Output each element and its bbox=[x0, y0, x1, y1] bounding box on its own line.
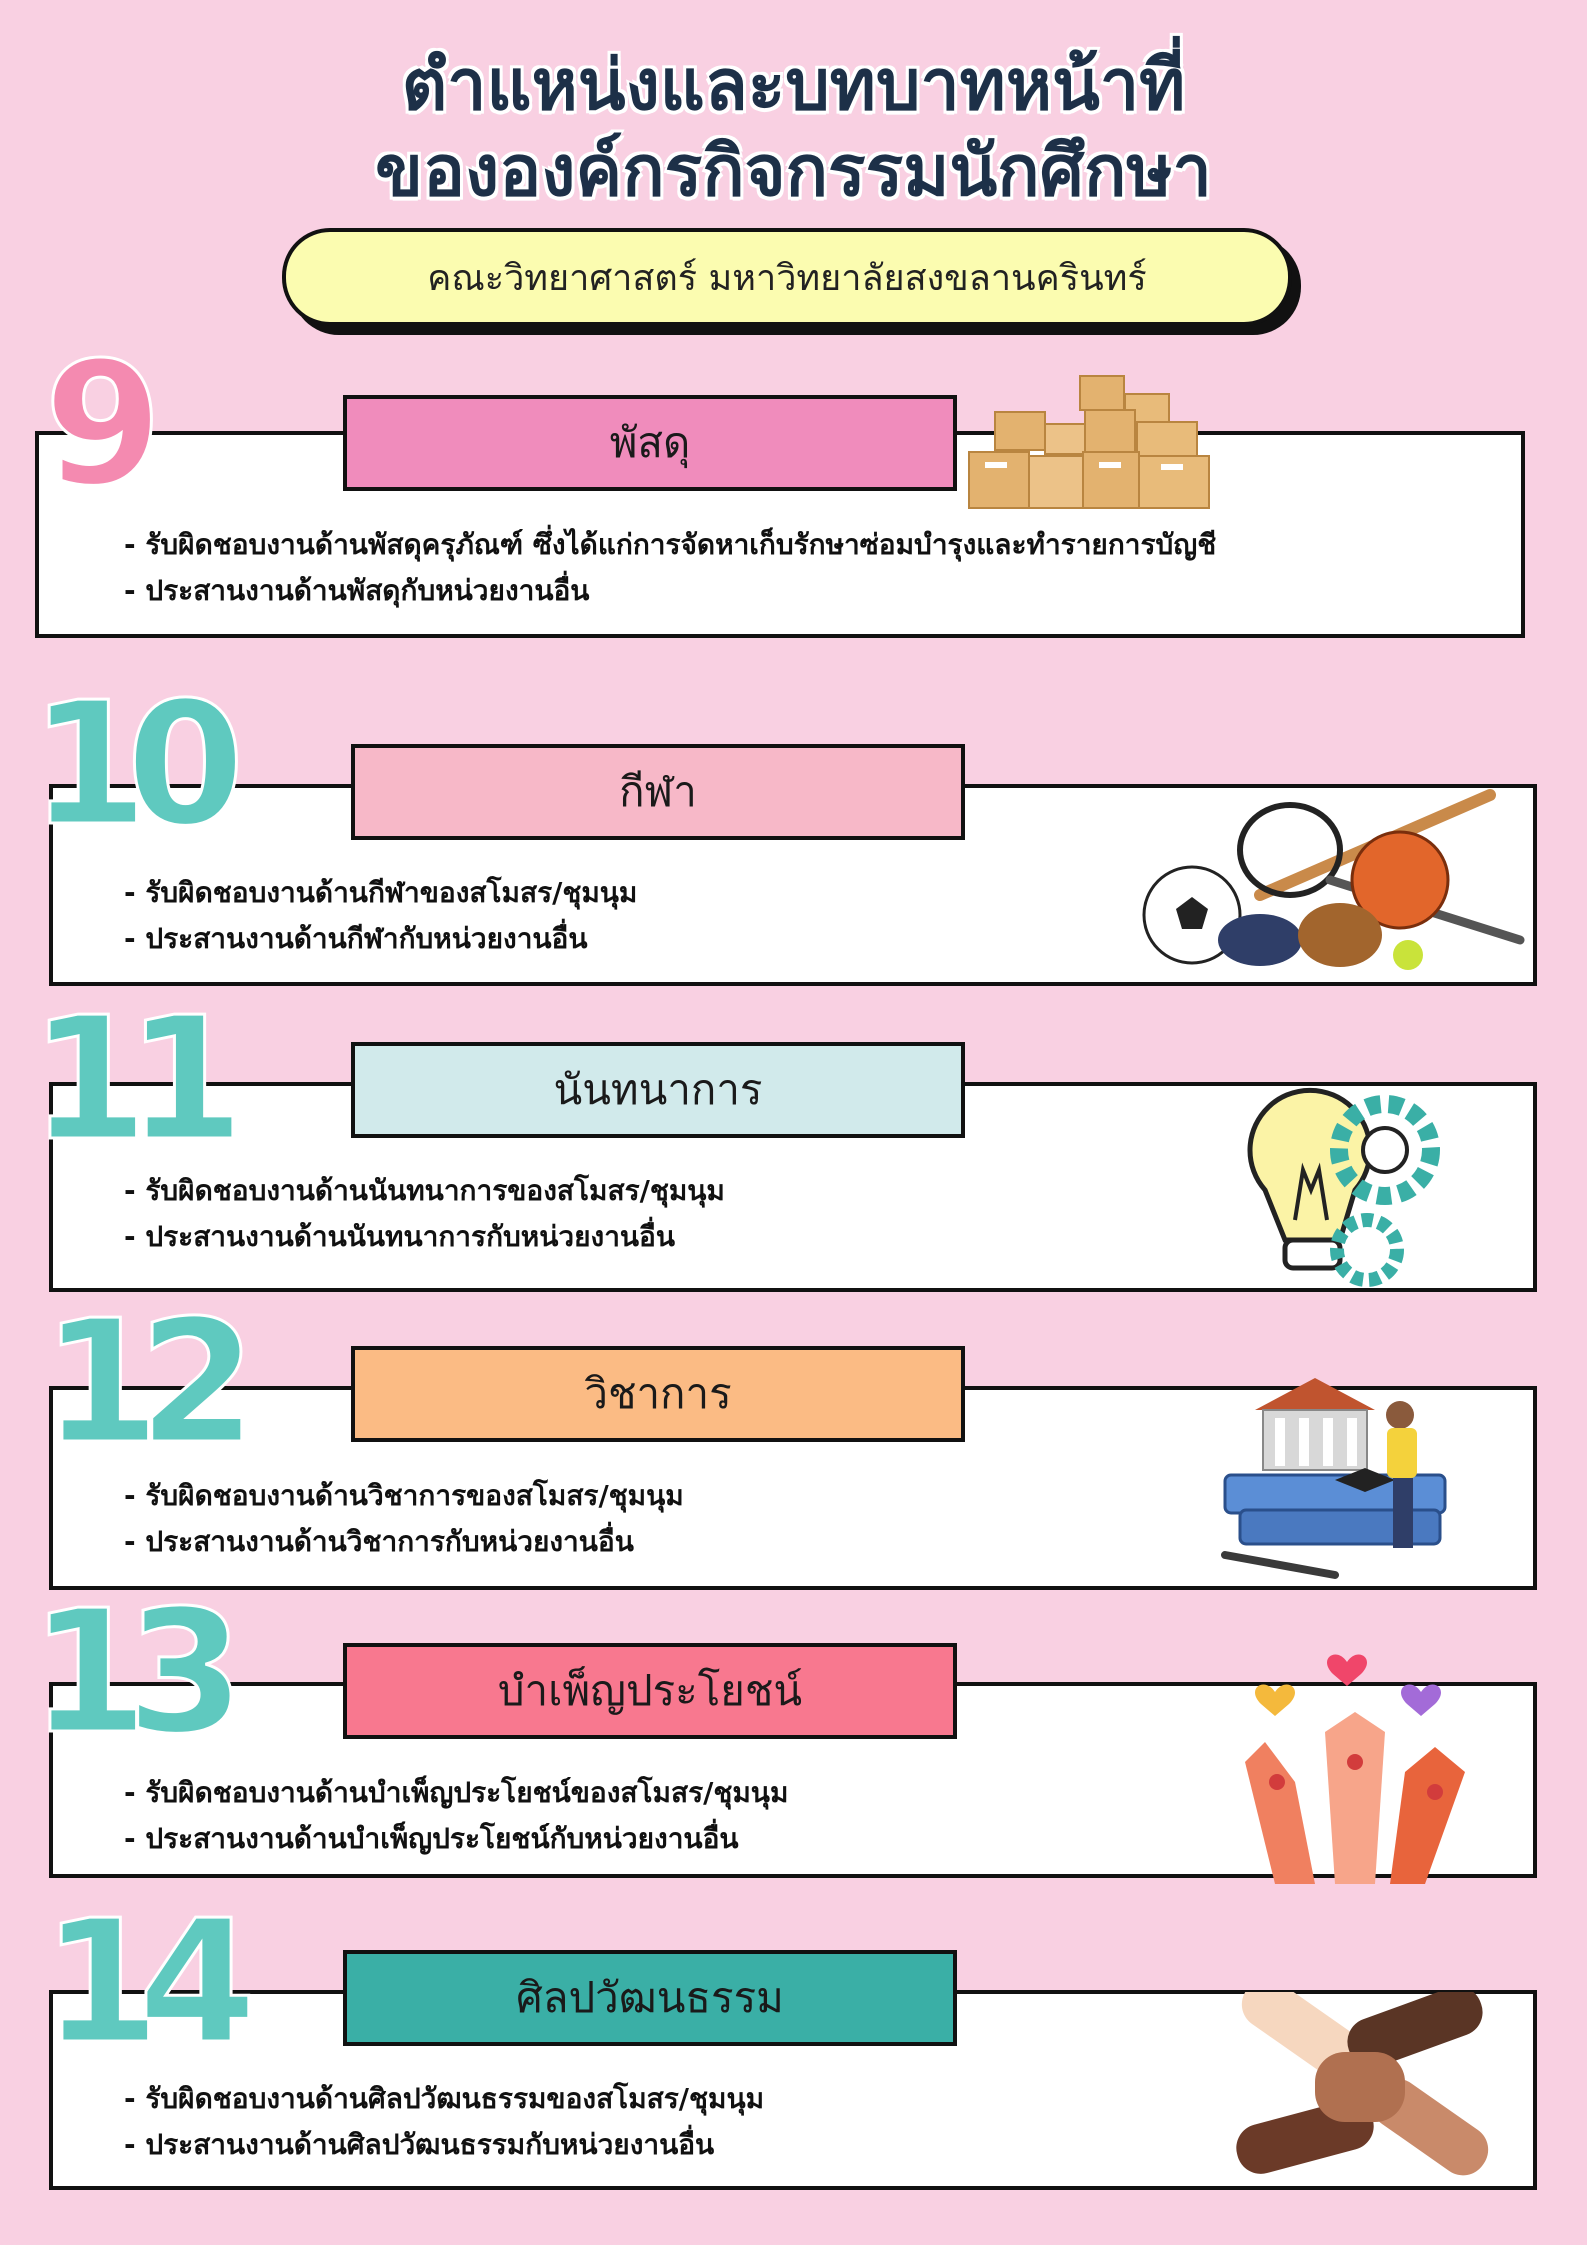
page-title-line1: ตำแหน่งและบทบาทหน้าที่ bbox=[401, 44, 1186, 126]
bullet-item: - รับผิดชอบงานด้านวิชาการของสโมสร/ชุมนุม bbox=[124, 1479, 684, 1512]
section-service-number: 13 bbox=[29, 1574, 247, 1772]
hands-hearts-illustration bbox=[1245, 1654, 1465, 1884]
section-recreation-label: นันทนาการ bbox=[351, 1042, 965, 1138]
bullet-item: - ประสานงานด้านบำเพ็ญประโยชน์กับหน่วยงาน… bbox=[124, 1822, 739, 1855]
section-sports-bullets: - รับผิดชอบงานด้านกีฬาของสโมสร/ชุมนุม - … bbox=[124, 870, 637, 962]
section-service-bullets: - รับผิดชอบงานด้านบำเพ็ญประโยชน์ของสโมสร… bbox=[124, 1770, 788, 1862]
section-culture-number: 14 bbox=[41, 1884, 259, 2082]
bullet-item: - ประสานงานด้านกีฬากับหน่วยงานอื่น bbox=[124, 922, 588, 955]
sports-equipment-illustration bbox=[1142, 789, 1525, 970]
bullet-item: - รับผิดชอบงานด้านศิลปวัฒนธรรมของสโมสร/ช… bbox=[124, 2082, 765, 2115]
lightbulb-gears-illustration bbox=[1247, 1087, 1440, 1287]
section-culture-label: ศิลปวัฒนธรรม bbox=[343, 1950, 957, 2046]
section-academic-number: 12 bbox=[41, 1284, 259, 1482]
section-service-label: บำเพ็ญประโยชน์ bbox=[343, 1643, 957, 1739]
bullet-item: - รับผิดชอบงานด้านบำเพ็ญประโยชน์ของสโมสร… bbox=[124, 1776, 789, 1809]
faculty-subtitle: คณะวิทยาศาสตร์ มหาวิทยาลัยสงขลานครินทร์ bbox=[427, 257, 1147, 299]
section-sports-label: กีฬา bbox=[351, 744, 965, 840]
bullet-item: - รับผิดชอบงานด้านนันทนาการของสโมสร/ชุมน… bbox=[124, 1174, 725, 1207]
section-supplies-number: 9 bbox=[42, 326, 163, 524]
bullet-item: - รับผิดชอบงานด้านพัสดุครุภัณฑ์ ซึ่งได้แ… bbox=[124, 528, 1217, 561]
section-recreation-bullets: - รับผิดชอบงานด้านนันทนาการของสโมสร/ชุมน… bbox=[124, 1168, 725, 1260]
section-academic-bullets: - รับผิดชอบงานด้านวิชาการของสโมสร/ชุมนุม… bbox=[124, 1473, 684, 1565]
bullet-item: - ประสานงานด้านพัสดุกับหน่วยงานอื่น bbox=[124, 574, 590, 607]
section-supplies-bullets: - รับผิดชอบงานด้านพัสดุครุภัณฑ์ ซึ่งได้แ… bbox=[124, 522, 1216, 614]
section-culture-bullets: - รับผิดชอบงานด้านศิลปวัฒนธรรมของสโมสร/ช… bbox=[124, 2076, 764, 2168]
section-academic-label: วิชาการ bbox=[351, 1346, 965, 1442]
boxes-illustration bbox=[968, 375, 1210, 509]
bullet-item: - ประสานงานด้านศิลปวัฒนธรรมกับหน่วยงานอื… bbox=[124, 2128, 715, 2161]
page-title-line2: ขององค์กรกิจกรรมนักศึกษา bbox=[375, 130, 1212, 212]
joined-hands-illustration bbox=[1236, 1992, 1489, 2176]
bullet-item: - ประสานงานด้านนันทนาการกับหน่วยงานอื่น bbox=[124, 1220, 676, 1253]
faculty-subtitle-banner: คณะวิทยาศาสตร์ มหาวิทยาลัยสงขลานครินทร์ bbox=[282, 228, 1292, 326]
books-student-illustration bbox=[1221, 1378, 1447, 1579]
section-supplies-label: พัสดุ bbox=[343, 395, 957, 491]
bullet-item: - รับผิดชอบงานด้านกีฬาของสโมสร/ชุมนุม bbox=[124, 876, 638, 909]
section-recreation-number: 11 bbox=[29, 981, 247, 1179]
bullet-item: - ประสานงานด้านวิชาการกับหน่วยงานอื่น bbox=[124, 1525, 634, 1558]
section-sports-number: 10 bbox=[29, 666, 247, 864]
